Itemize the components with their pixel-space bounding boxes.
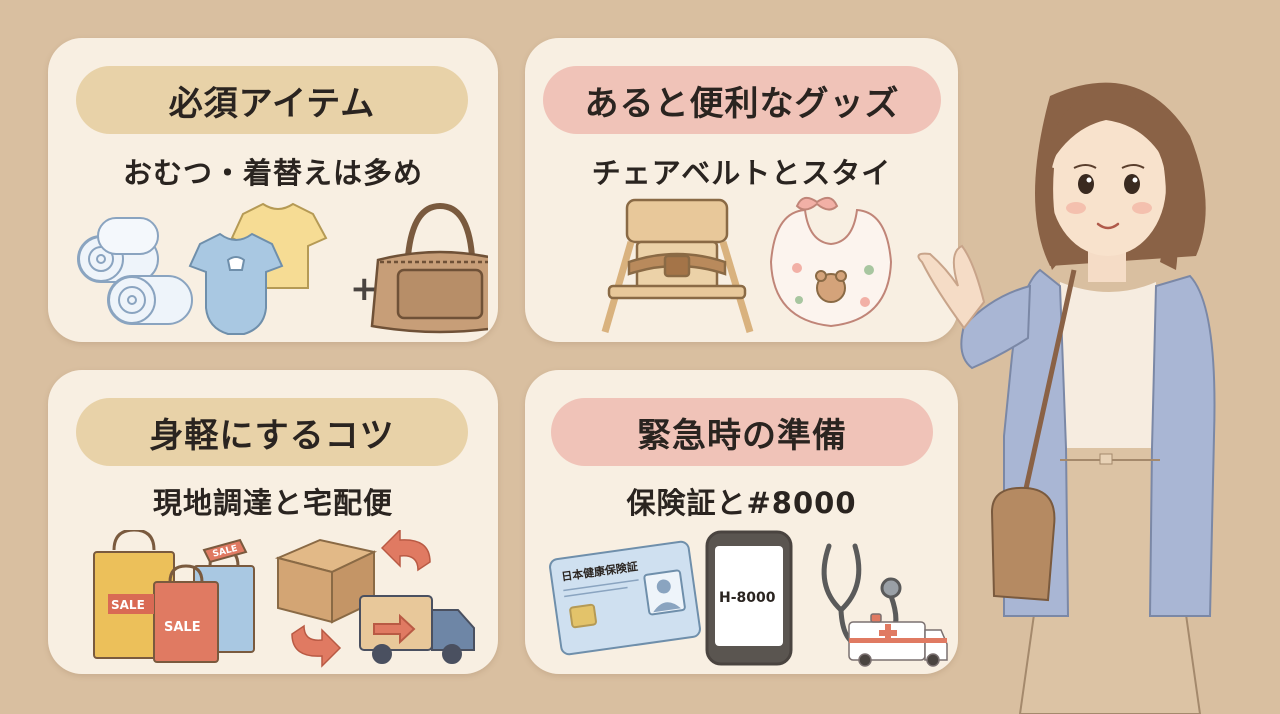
hair-front — [1048, 92, 1171, 172]
cardboard-box-icon — [274, 538, 378, 624]
smartphone-icon: H-8000 — [705, 530, 793, 666]
sale-tag-text: SALE — [111, 598, 145, 612]
shopping-bags-icon: SALE SALE SALE — [93, 530, 255, 663]
eye-right — [1124, 174, 1140, 194]
shopping-delivery-illustration: SALE SALE SALE — [93, 530, 475, 668]
sale-tag-text: SALE — [164, 620, 201, 635]
delivery-truck-icon — [359, 595, 475, 664]
baby-bodysuit-icon — [188, 232, 284, 335]
ambulance-icon — [848, 613, 948, 667]
card-title: 必須アイテム — [76, 66, 468, 134]
mouth — [1096, 222, 1120, 230]
face — [1050, 116, 1166, 256]
card-title: 身軽にするコツ — [76, 398, 468, 466]
card-useful-goods: あると便利なグッズ チェアベルトとスタイ — [525, 38, 958, 342]
shoulder-bag — [990, 486, 1056, 602]
card-title: 緊急時の準備 — [551, 398, 933, 466]
arrow-icon — [291, 530, 431, 668]
diapers-clothes-bag-illustration: + — [77, 202, 488, 335]
card-subtitle: おむつ・着替えは多め — [122, 156, 423, 190]
card-subtitle: チェアベルトとスタイ — [591, 156, 892, 190]
insurance-card-icon: 日本健康保険証 — [549, 540, 701, 656]
card-title: あると便利なグッズ — [543, 66, 941, 134]
card-subtitle: 現地調達と宅配便 — [152, 486, 393, 520]
baby-bib-icon — [769, 196, 893, 328]
phone-screen-text: H-8000 — [719, 590, 776, 606]
high-chair-icon — [601, 198, 754, 334]
eye-left — [1078, 174, 1094, 194]
duffle-bag-icon — [370, 202, 488, 334]
chair-belt-bib-illustration — [601, 196, 893, 334]
card-essential-items: 必須アイテム おむつ・着替えは多め + — [48, 38, 498, 342]
diaper-roll-icon — [77, 217, 193, 325]
card-emergency-preparation: 緊急時の準備 保険証と#8000 日本健康保険証 H-8000 — [525, 370, 958, 674]
presenter-woman-illustration — [917, 82, 1216, 714]
raised-arm — [960, 284, 1032, 370]
card-subtitle: 保険証と#8000 — [626, 486, 857, 520]
hand — [917, 244, 986, 330]
card-travel-light-tips: 身軽にするコツ 現地調達と宅配便 SALE SALE SALE — [48, 370, 498, 674]
insurance-phone-stethoscope-illustration: 日本健康保険証 H-8000 — [549, 530, 948, 667]
